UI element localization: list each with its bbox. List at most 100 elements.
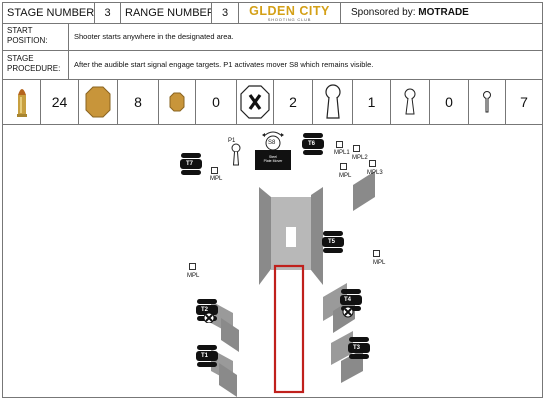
mpl-b-label: MPL	[339, 173, 352, 179]
mpl-1-box	[336, 141, 343, 148]
mini-paper-target-icon	[169, 92, 185, 112]
s8-label: S8	[268, 140, 276, 146]
t7-label: T7	[186, 161, 194, 167]
mpl-d-box	[373, 250, 380, 257]
sponsor-name: MOTRADE	[418, 7, 469, 18]
mini-popper-icon	[404, 88, 416, 115]
mpl-2-label: MPL2	[352, 155, 368, 161]
club-logo: GLDEN CITY	[239, 4, 340, 18]
target-t7: T7	[179, 153, 203, 175]
t6-target-shape	[302, 133, 324, 155]
center-window	[286, 227, 296, 247]
stage-procedure-text: After the audible start signal engage ta…	[74, 60, 374, 69]
steel-mover-line1: Steel	[269, 155, 277, 159]
t4-target-shape	[340, 289, 362, 318]
wall-mpl3	[353, 171, 375, 211]
target-t4: T4	[339, 289, 363, 319]
t1-label: T1	[201, 353, 209, 359]
club-logo-rest: LDEN CITY	[259, 4, 330, 18]
t6-label: T6	[308, 141, 316, 147]
steel-count: 0	[212, 94, 220, 110]
mpl-2-box	[353, 145, 360, 152]
noshoot-count: 2	[289, 94, 297, 110]
target-t2: T2	[195, 299, 219, 324]
paper-target-icon	[85, 86, 111, 118]
range-number-label-cell: RANGE NUMBER:	[120, 2, 212, 24]
p1-label: P1	[228, 138, 236, 144]
center-wall-left	[259, 187, 271, 285]
t1-target-shape	[196, 345, 218, 367]
micro-popper-icon	[483, 91, 491, 113]
stage-procedure-label: STAGE PROCEDURE:	[7, 54, 61, 73]
wall-t1-b	[219, 363, 237, 397]
club-logo-subtitle: SHOOTING CLUB	[267, 17, 312, 22]
target-t3: T3	[347, 337, 371, 359]
range-number-value: 3	[221, 7, 229, 19]
mpl-b-box	[340, 163, 347, 170]
t5-label: T5	[328, 239, 336, 245]
stage-number-value: 3	[104, 7, 111, 19]
t3-label: T3	[353, 345, 361, 351]
target-t6: T6	[301, 133, 325, 155]
rounds-count-cell: 24	[40, 79, 79, 125]
t7-target-shape	[180, 153, 202, 175]
club-logo-g: G	[249, 4, 260, 18]
wall-t2-b	[221, 318, 239, 352]
wall-t4-a	[323, 283, 347, 321]
popper-count-cell: 1	[352, 79, 391, 125]
popper-count: 1	[367, 94, 376, 110]
t2-label: T2	[201, 307, 209, 313]
start-position-text-cell: Shooter starts anywhere in the designate…	[68, 23, 543, 51]
stage-field-diagram: P1 S8 Steel Plate Mover T6	[2, 124, 543, 398]
stage-number-value-cell: 3	[94, 2, 121, 24]
noshoot-target-icon	[240, 85, 270, 119]
mpl-c-box	[189, 263, 196, 270]
club-logo-cell: GLDEN CITY SHOOTING CLUB	[238, 2, 341, 24]
sponsor-cell: Sponsored by: MOTRADE	[340, 2, 543, 24]
bullet-icon	[16, 89, 27, 117]
start-position-label: START POSITION:	[7, 26, 48, 45]
mini-popper-icon-cell	[390, 79, 430, 125]
target-t5: T5	[321, 231, 345, 253]
noshoot-count-cell: 2	[273, 79, 313, 125]
steel-mover-line2: Plate Mover	[263, 159, 283, 163]
center-wall-right	[311, 187, 323, 285]
steel-count-cell: 0	[195, 79, 237, 125]
wall-t3-a	[331, 331, 353, 365]
mini-popper-count-cell: 0	[429, 79, 469, 125]
paper-target-icon-cell	[78, 79, 118, 125]
rounds-count: 24	[51, 94, 68, 110]
range-number-label: RANGE NUMBER:	[125, 7, 212, 19]
t3-target-shape	[348, 337, 370, 359]
range-number-value-cell: 3	[211, 2, 239, 24]
t4-label: T4	[344, 297, 352, 303]
popper-icon-cell	[312, 79, 353, 125]
start-position-label-cell: START POSITION:	[2, 23, 69, 51]
t2-target-shape	[196, 299, 218, 324]
noshoot-icon-cell	[236, 79, 274, 125]
mpl-count: 7	[520, 94, 528, 110]
t5-target-shape	[322, 231, 344, 253]
paper-count: 8	[134, 94, 142, 110]
stage-procedure-label-cell: STAGE PROCEDURE:	[2, 50, 69, 80]
stage-number-label: STAGE NUMBER:	[7, 7, 95, 19]
paper-count-cell: 8	[117, 79, 159, 125]
steel-plate-mover: Steel Plate Mover	[255, 150, 291, 170]
start-position-text: Shooter starts anywhere in the designate…	[74, 32, 234, 41]
mpl-count-cell: 7	[505, 79, 543, 125]
mpl-d-label: MPL	[373, 260, 386, 266]
mpl-3-label: MPL3	[367, 170, 383, 176]
mpl-c-label: MPL	[187, 273, 200, 279]
rounds-icon-cell	[2, 79, 41, 125]
mpl-a-label: MPL	[210, 176, 223, 182]
steel-target-icon-cell	[158, 79, 196, 125]
mini-popper-count: 0	[445, 94, 453, 110]
sponsor-label: Sponsored by:	[351, 7, 416, 18]
mpl-a-box	[211, 167, 218, 174]
stage-number-label-cell: STAGE NUMBER:	[2, 2, 95, 24]
shooting-area	[273, 264, 305, 394]
target-t1: T1	[195, 345, 219, 367]
p1-popper-icon	[231, 143, 241, 166]
mpl-3-box	[369, 160, 376, 167]
